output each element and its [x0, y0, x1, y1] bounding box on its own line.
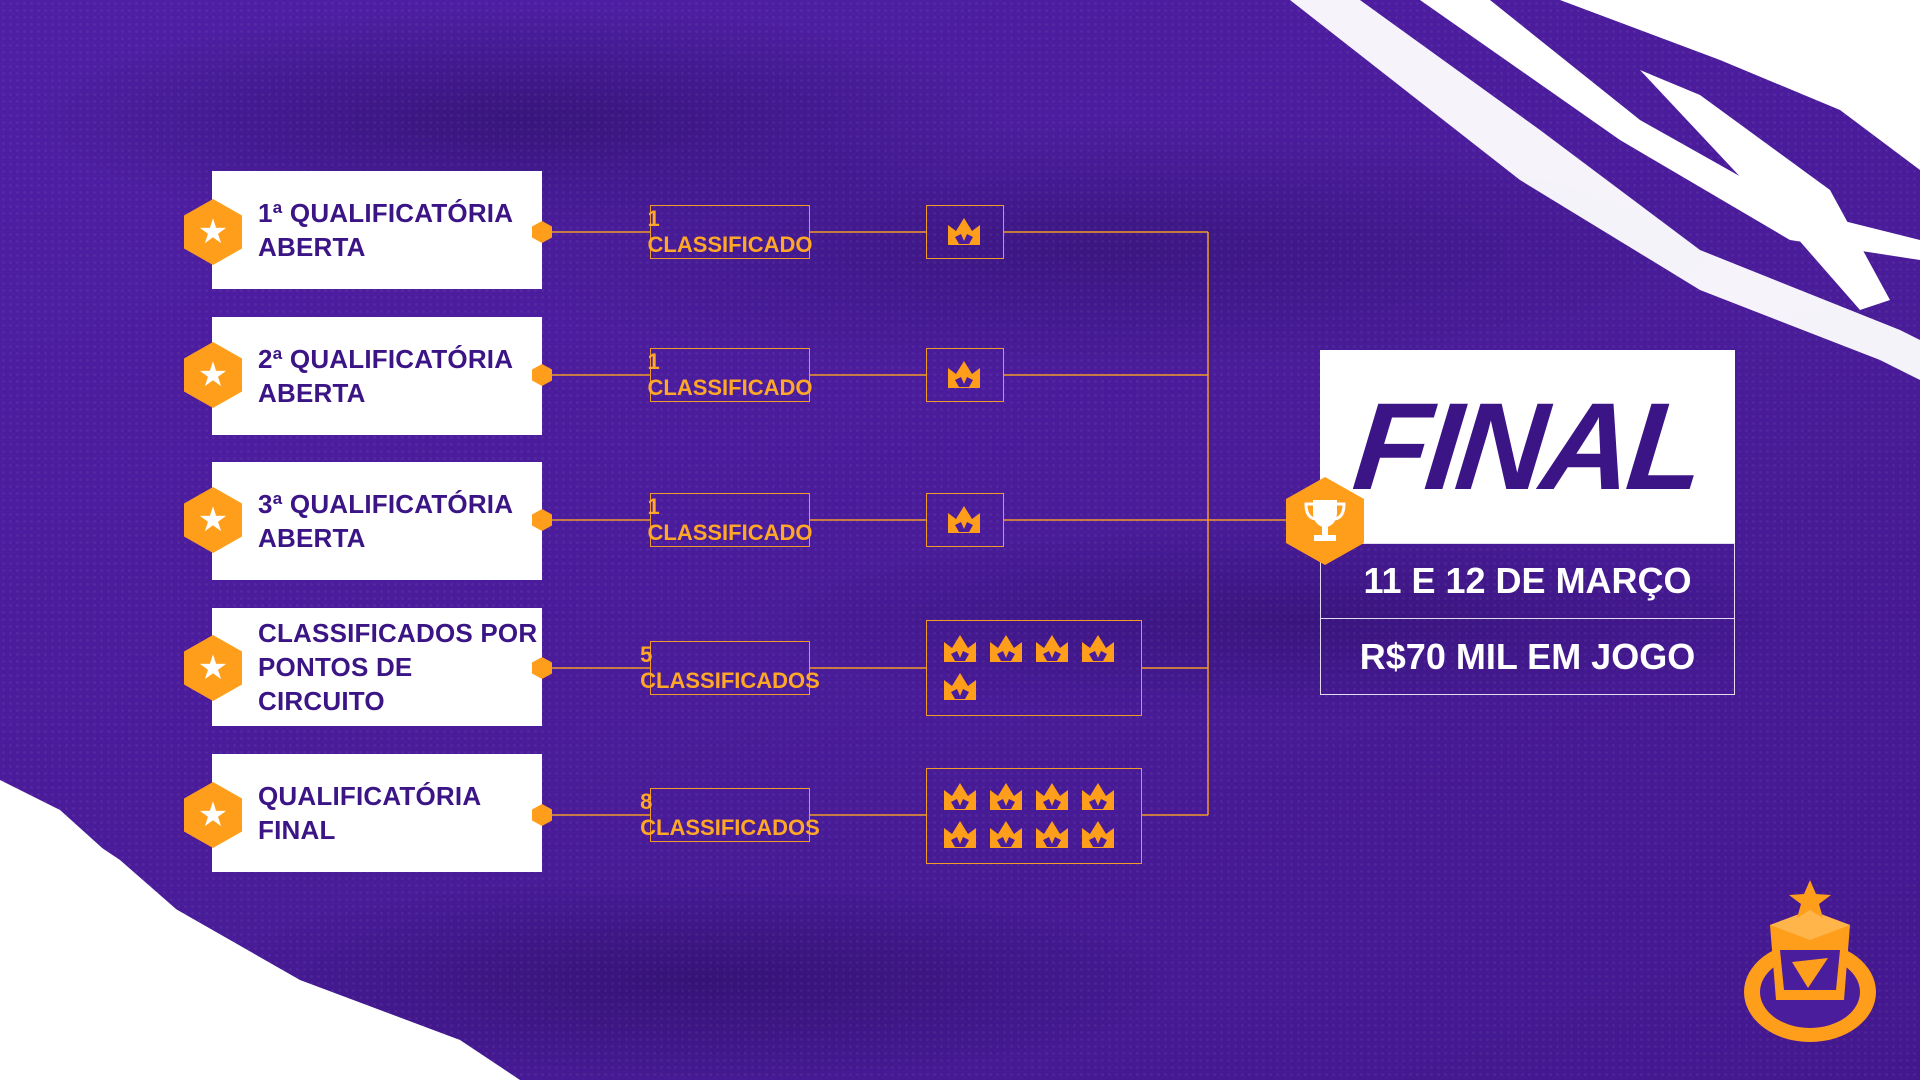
slot-icons-4 [926, 620, 1142, 716]
slot-icons-5 [926, 768, 1142, 864]
final-dates: 11 E 12 DE MARÇO [1320, 543, 1735, 619]
star-icon: ★ [184, 199, 242, 265]
slot-icons-1 [926, 205, 1004, 259]
crown-icon [1033, 632, 1071, 666]
crown-icon [945, 215, 983, 249]
event-crown-logo [1744, 880, 1876, 1042]
connector-dot [532, 221, 552, 243]
star-icon: ★ [184, 487, 242, 553]
crown-icon [987, 632, 1025, 666]
slot-icons-3 [926, 493, 1004, 547]
slot-count-4: 5 CLASSIFICADOS [640, 641, 820, 695]
connector-dot [532, 657, 552, 679]
star-icon: ★ [184, 342, 242, 408]
slot-count-5: 8 CLASSIFICADOS [640, 788, 820, 842]
final-card: FINAL 11 E 12 DE MARÇO R$70 MIL EM JOGO [1320, 350, 1735, 695]
connector-dot [532, 364, 552, 386]
crown-icon [941, 632, 979, 666]
slot-count-1: 1 CLASSIFICADO [647, 205, 813, 259]
crown-icon [941, 670, 979, 704]
crown-icon [945, 503, 983, 537]
final-title-box: FINAL [1320, 350, 1735, 543]
star-icon: ★ [184, 782, 242, 848]
crown-icon [1079, 818, 1117, 852]
final-title: FINAL [1347, 377, 1708, 516]
connector-dot [532, 804, 552, 826]
crown-icon [941, 780, 979, 814]
slot-icons-2 [926, 348, 1004, 402]
slot-count-2: 1 CLASSIFICADO [647, 348, 813, 402]
crown-icon [1079, 632, 1117, 666]
crown-icon [987, 780, 1025, 814]
final-prize: R$70 MIL EM JOGO [1320, 619, 1735, 695]
crown-icon [987, 818, 1025, 852]
crown-icon [1033, 780, 1071, 814]
crown-icon [1033, 818, 1071, 852]
star-icon: ★ [184, 635, 242, 701]
crown-icon [941, 818, 979, 852]
connector-dot [532, 509, 552, 531]
crown-icon [1079, 780, 1117, 814]
slot-count-3: 1 CLASSIFICADO [647, 493, 813, 547]
crown-icon [945, 358, 983, 392]
